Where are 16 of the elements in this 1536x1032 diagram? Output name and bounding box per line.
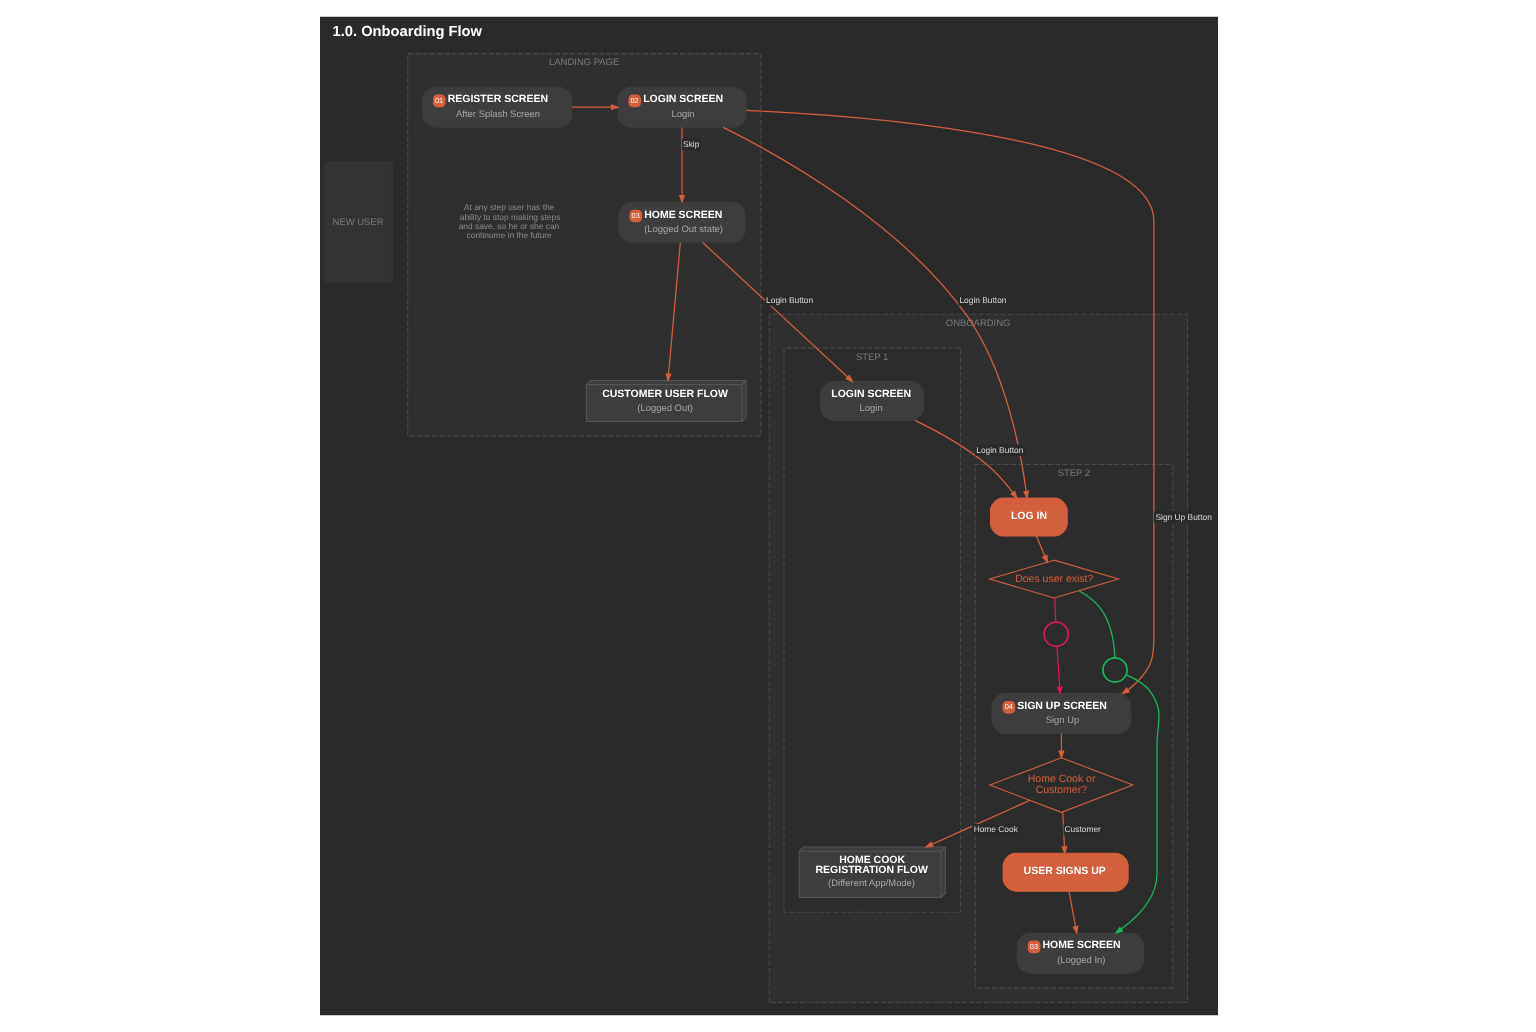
arrow xyxy=(923,799,1030,848)
arrow xyxy=(701,241,853,383)
node-circle xyxy=(1042,621,1069,648)
arrow xyxy=(664,241,680,383)
node-circle xyxy=(1101,657,1127,683)
arrow xyxy=(1113,674,1159,935)
arrow xyxy=(1060,811,1067,856)
arrow xyxy=(1034,535,1048,564)
arrow xyxy=(1067,890,1078,935)
arrow xyxy=(677,126,685,204)
connector xyxy=(1053,597,1056,623)
arrow xyxy=(570,104,619,111)
connector xyxy=(1077,590,1115,659)
arrow xyxy=(744,109,1154,695)
arrow xyxy=(1055,645,1062,696)
arrow xyxy=(913,419,1017,500)
